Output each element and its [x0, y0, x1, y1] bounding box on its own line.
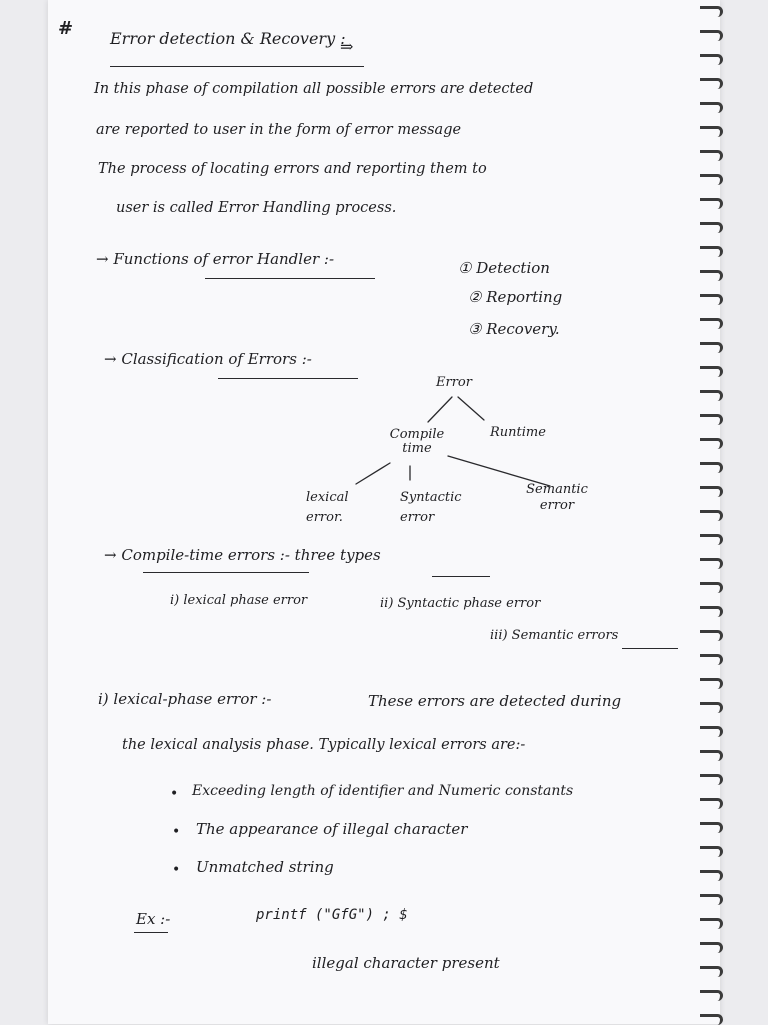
- spiral-coil: [700, 150, 723, 161]
- spiral-coil: [700, 486, 723, 497]
- bullet-3: •: [172, 862, 181, 878]
- lexical-label: i) lexical-phase error :-: [98, 690, 272, 708]
- intro-line-1: In this phase of compilation all possibl…: [94, 81, 534, 97]
- example-underline: [134, 932, 168, 933]
- lexical-line-2: the lexical analysis phase. Typically le…: [122, 737, 526, 753]
- spiral-coil: [700, 678, 723, 689]
- tree-leaf-syntactic: Syntactic error: [400, 490, 462, 525]
- spiral-coil: [700, 534, 723, 545]
- spiral-coil: [700, 294, 723, 305]
- spiral-coil: [700, 390, 723, 401]
- classification-underline: [218, 378, 358, 379]
- spiral-coil: [700, 462, 723, 473]
- spiral-coil: [700, 30, 723, 41]
- type-lexical-phase: i) lexical phase error: [170, 593, 308, 608]
- function-item-reporting: ② Reporting: [468, 288, 563, 306]
- spiral-coil: [700, 414, 723, 425]
- spiral-coil: [700, 846, 723, 857]
- heading-marker: #: [58, 18, 74, 39]
- spiral-coil: [700, 606, 723, 617]
- lexical-bullet-3: Unmatched string: [196, 858, 334, 876]
- spiral-coil: [700, 270, 723, 281]
- spiral-coil: [700, 318, 723, 329]
- spiral-coil: [700, 750, 723, 761]
- spiral-coil: [700, 942, 723, 953]
- function-item-recovery: ③ Recovery.: [468, 320, 560, 338]
- spiral-coil: [700, 798, 723, 809]
- compile-time-label: → Compile-time errors :- three types: [104, 546, 381, 564]
- lexical-bullet-1: Exceeding length of identifier and Numer…: [192, 783, 574, 799]
- spiral-coil: [700, 438, 723, 449]
- semantic-underline: [622, 648, 678, 649]
- page-title: Error detection & Recovery :: [110, 29, 346, 48]
- bullet-1: •: [170, 786, 179, 802]
- spiral-coil: [700, 366, 723, 377]
- spiral-coil: [700, 630, 723, 641]
- compile-time-underline: [143, 572, 309, 573]
- tree-node-compile-time: Compile time: [389, 427, 445, 456]
- tree-node-runtime: Runtime: [490, 425, 546, 440]
- example-note: illegal character present: [312, 954, 500, 972]
- three-types-underline: [432, 576, 490, 577]
- spiral-coil: [700, 894, 723, 905]
- spiral-coil: [700, 822, 723, 833]
- spiral-coil: [700, 78, 723, 89]
- tree-leaf-lexical: lexical error.: [306, 490, 349, 525]
- spiral-coil: [700, 6, 723, 17]
- lexical-bullet-2: The appearance of illegal character: [196, 820, 468, 838]
- tree-leaf-semantic: Semantic error: [526, 482, 588, 513]
- example-label: Ex :-: [136, 910, 171, 928]
- title-underline: [110, 66, 364, 67]
- spiral-coil: [700, 198, 723, 209]
- spiral-coil: [700, 174, 723, 185]
- spiral-coil: [700, 654, 723, 665]
- spiral-coil: [700, 558, 723, 569]
- spiral-coil: [700, 102, 723, 113]
- spiral-coil: [700, 510, 723, 521]
- example-code: printf ("GfG") ; $: [256, 907, 408, 923]
- bullet-2: •: [172, 824, 181, 840]
- spiral-coil: [700, 702, 723, 713]
- functions-label: → Functions of error Handler :-: [96, 250, 335, 268]
- notebook-page: [48, 0, 720, 1024]
- spiral-coil: [700, 222, 723, 233]
- intro-line-2: are reported to user in the form of erro…: [96, 122, 462, 138]
- function-item-detection: ① Detection: [458, 259, 550, 277]
- spiral-coil: [700, 990, 723, 1001]
- spiral-coil: [700, 54, 723, 65]
- heading-arrow: ⇒: [340, 37, 354, 56]
- intro-line-3: The process of locating errors and repor…: [98, 161, 487, 177]
- spiral-coil: [700, 342, 723, 353]
- lexical-line-1: These errors are detected during: [368, 692, 622, 710]
- spiral-coil: [700, 246, 723, 257]
- spiral-coil: [700, 582, 723, 593]
- spiral-coil: [700, 966, 723, 977]
- spiral-coil: [700, 870, 723, 881]
- spiral-coil: [700, 726, 723, 737]
- tree-root-error: Error: [436, 375, 472, 390]
- intro-line-4: user is called Error Handling process.: [116, 200, 397, 216]
- spiral-coil: [700, 126, 723, 137]
- functions-underline: [205, 278, 375, 279]
- type-semantic: iii) Semantic errors: [490, 628, 619, 643]
- spiral-coil: [700, 918, 723, 929]
- spiral-binding: [694, 0, 724, 1025]
- type-syntactic-phase: ii) Syntactic phase error: [380, 596, 541, 611]
- spiral-coil: [700, 1014, 723, 1025]
- classification-label: → Classification of Errors :-: [104, 350, 312, 368]
- spiral-coil: [700, 774, 723, 785]
